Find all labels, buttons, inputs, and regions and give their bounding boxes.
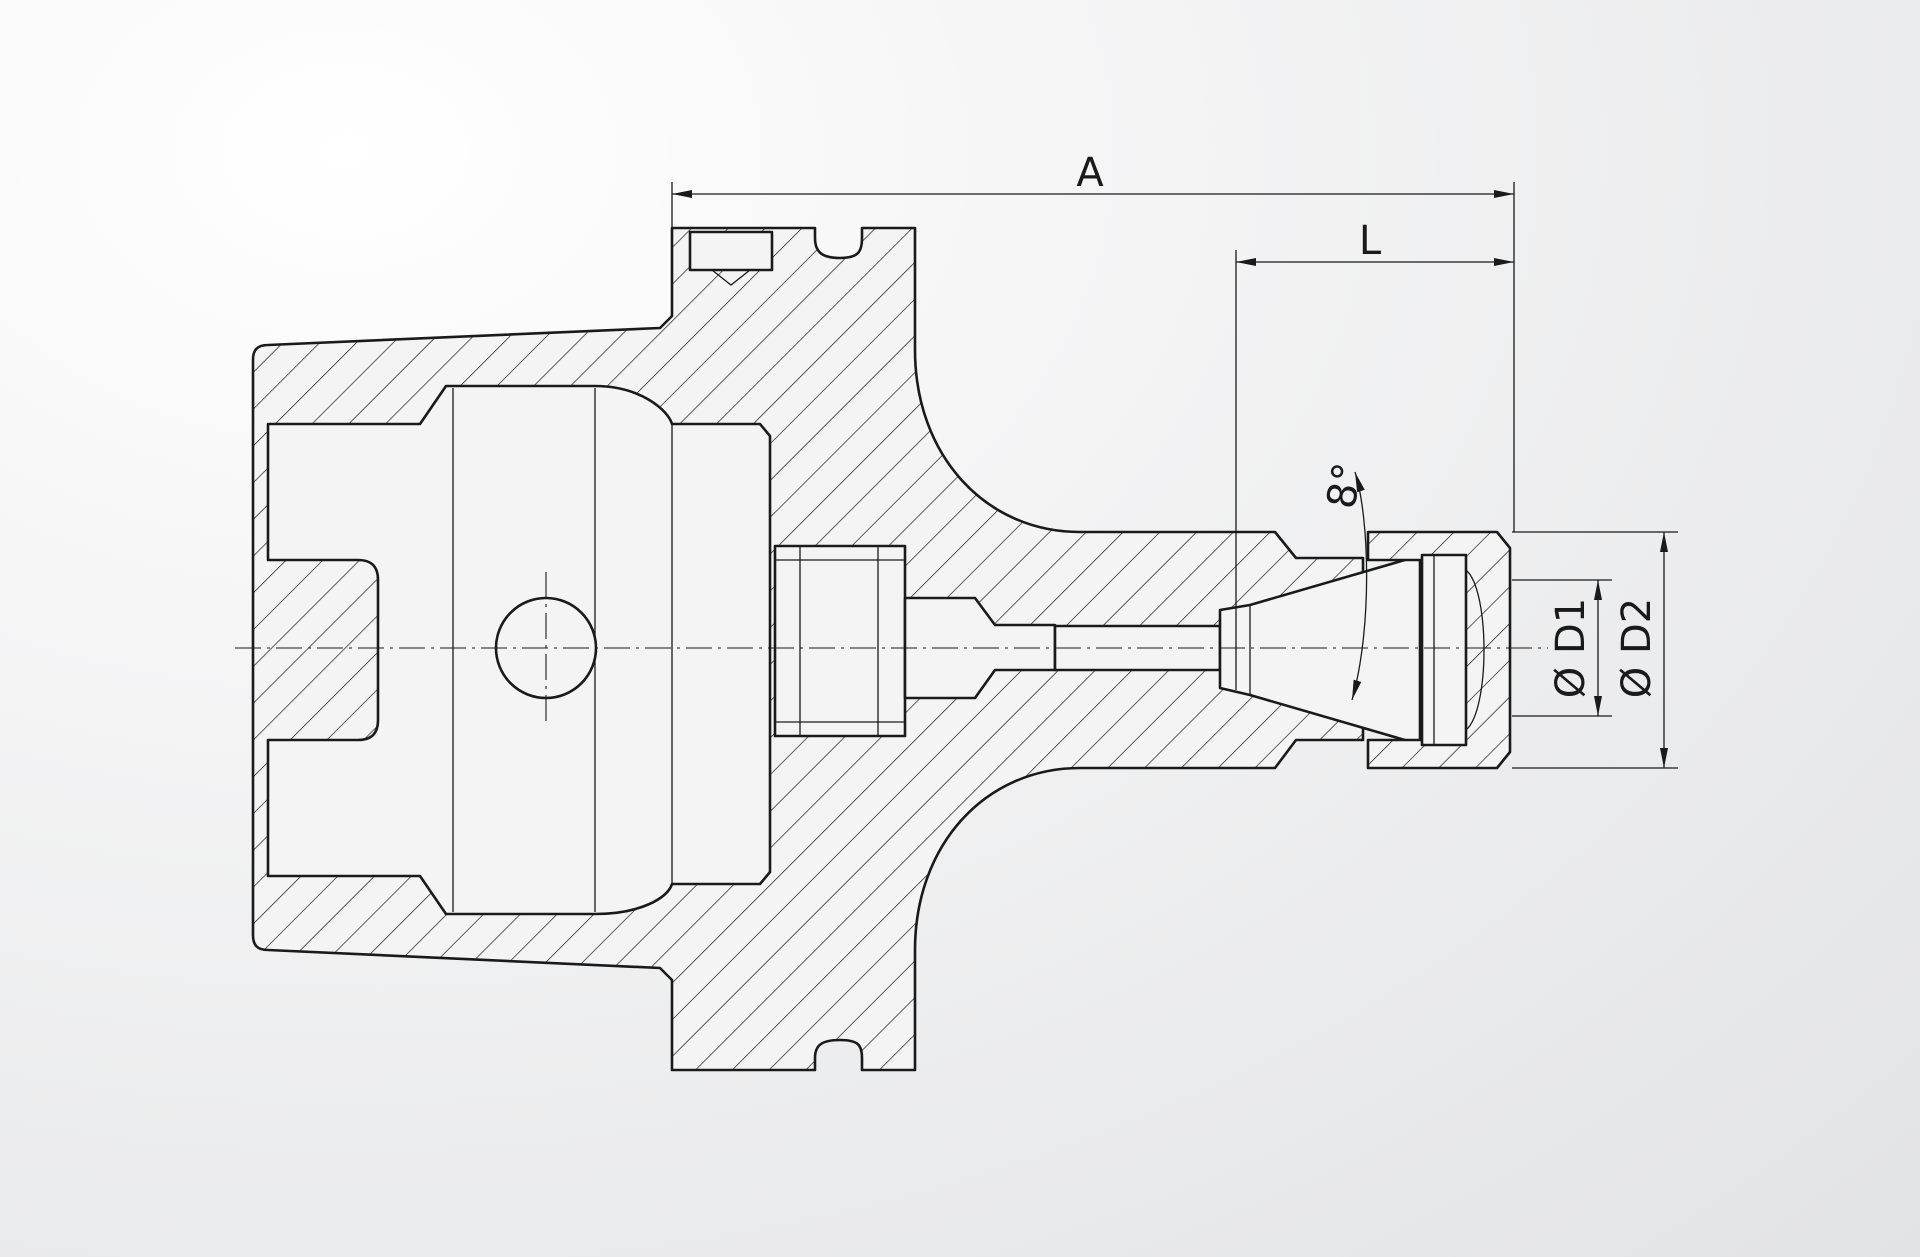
- dim-angle-label: 8°: [1319, 459, 1372, 512]
- dim-D2-label: Ø D2: [1614, 598, 1660, 698]
- nut-ring: [1433, 555, 1485, 745]
- nut-bore: [1420, 553, 1468, 747]
- drive-key-tip: [711, 269, 751, 286]
- dim-L-label: L: [1359, 218, 1382, 264]
- dim-angle-arc: [1351, 471, 1368, 701]
- dim-A-label: A: [1076, 150, 1104, 196]
- dim-D1-label: Ø D1: [1548, 598, 1594, 698]
- coolant-tube: [773, 544, 907, 738]
- coolant-tube-detail: [775, 546, 905, 736]
- drive-key-slot: [688, 230, 774, 272]
